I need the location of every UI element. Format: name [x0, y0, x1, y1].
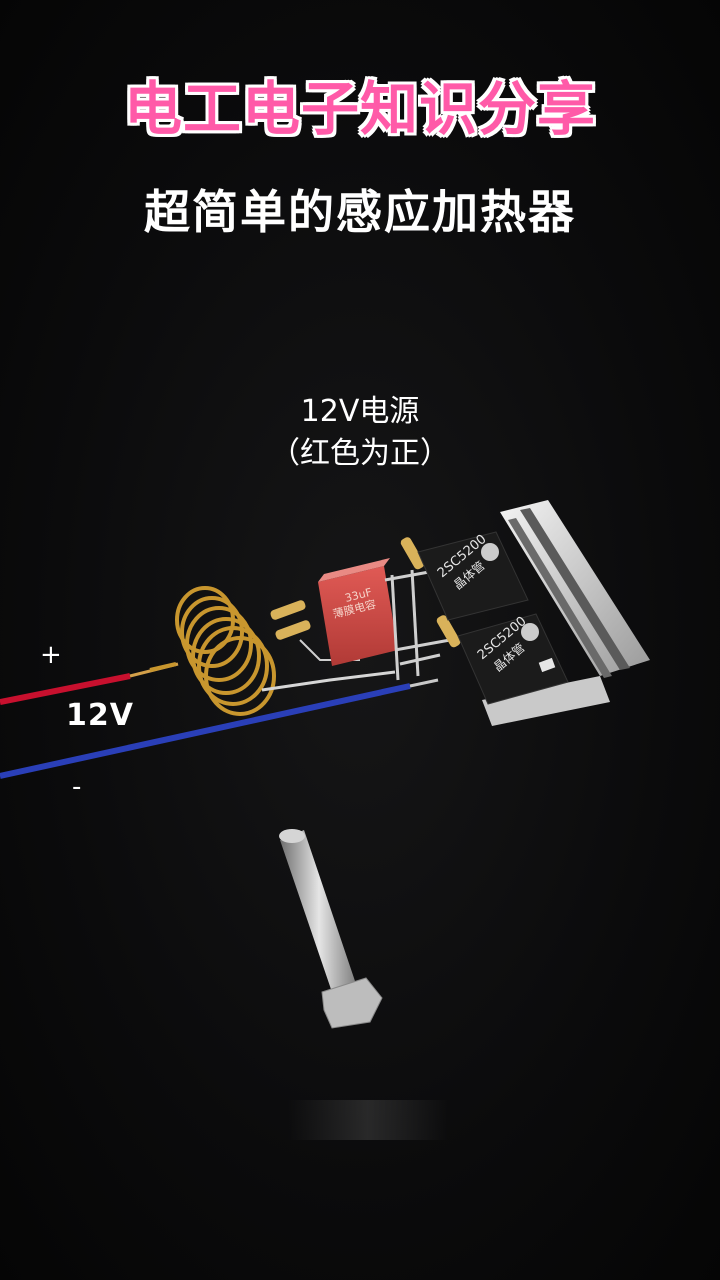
supply-voltage-label: 12V: [66, 698, 134, 733]
positive-terminal-label: +: [40, 640, 62, 670]
blue-wire: [0, 678, 439, 779]
power-supply-polarity-note: （红色为正）: [270, 436, 450, 471]
negative-terminal-label: -: [72, 772, 82, 802]
capacitor-value-label: 33uF: [344, 586, 374, 605]
page-title: 电工电子知识分享: [123, 75, 596, 143]
copper-coil: [149, 586, 396, 716]
power-supply-label: 12V电源: [300, 394, 420, 429]
transistor-1: 2SC5200 晶体管: [417, 531, 529, 621]
gate-resistors: [400, 537, 461, 648]
steel-bolt: [279, 829, 383, 1029]
film-capacitor: 33uF 薄膜电容: [318, 558, 398, 666]
heatsink: [482, 500, 650, 726]
blurred-overlay: [288, 1100, 448, 1140]
transistor-2: 2SC5200 晶体管: [457, 613, 569, 705]
page-subtitle: 超简单的感应加热器: [144, 185, 576, 239]
